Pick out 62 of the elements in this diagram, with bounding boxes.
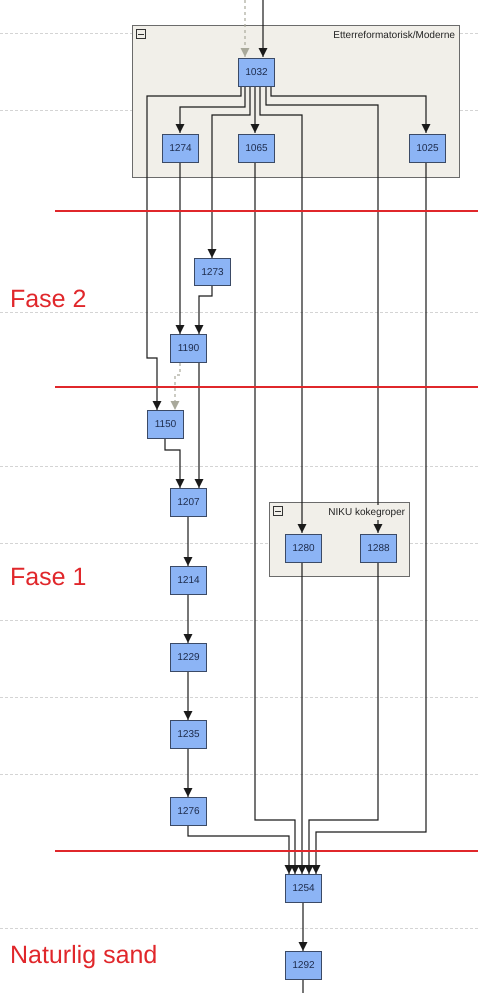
connector-arrow: [258, 0, 268, 57]
connector-arrow: [194, 363, 204, 488]
connector-arrow: [265, 86, 382, 533]
unit-number: 1190: [178, 342, 200, 356]
unit-number: 1274: [169, 142, 192, 156]
connector-arrow: [146, 86, 242, 410]
unit-box: [170, 797, 207, 826]
unit-box: [170, 488, 207, 517]
unit-box: [238, 58, 275, 87]
unit-number: 1229: [177, 651, 200, 665]
unit-box: [170, 566, 207, 595]
connector-arrow: [184, 595, 192, 643]
unit-number: 1025: [416, 142, 439, 156]
unit-box: [409, 134, 446, 163]
unit-number: 1292: [292, 959, 315, 973]
connector-arrow: [184, 672, 192, 720]
connector-arrow: [176, 86, 246, 133]
unit-box: [285, 951, 322, 980]
connector-arrow: [164, 439, 184, 488]
unit-box: [162, 134, 199, 163]
connector-arrow: [304, 562, 379, 874]
connector-arrow: [208, 86, 251, 258]
unit-number: 1150: [154, 418, 176, 432]
unit-box: [285, 534, 322, 563]
unit-number: 1254: [292, 882, 315, 896]
group-panel: [269, 502, 410, 577]
group-panel: [132, 25, 460, 178]
connector-arrow: [298, 903, 308, 951]
unit-number: 1214: [177, 574, 200, 588]
connector-arrow: [259, 86, 306, 533]
phase-label: Naturlig sand: [10, 940, 158, 970]
unit-box: [194, 258, 231, 286]
connector-arrow: [298, 562, 306, 874]
connector-arrow: [194, 286, 213, 334]
unit-number: 1280: [292, 542, 315, 556]
unit-box: [360, 534, 397, 563]
unit-box: [170, 334, 207, 363]
unit-number: 1288: [367, 542, 390, 556]
unit-box: [170, 720, 207, 749]
unit-box: [285, 874, 322, 903]
group-title: NIKU kokegroper: [328, 505, 405, 520]
unit-number: 1065: [245, 142, 268, 156]
connector-arrow: [184, 749, 192, 797]
unit-number: 1207: [177, 496, 200, 510]
unit-box: [238, 134, 275, 163]
connector-arrow: [270, 86, 430, 133]
phase-label: Fase 2: [10, 284, 86, 314]
unit-number: 1235: [177, 728, 200, 742]
connector-arrow: [240, 0, 250, 57]
unit-box: [147, 410, 184, 439]
connector-arrow: [184, 517, 192, 566]
phase-label: Fase 1: [10, 562, 86, 592]
connector-arrow: [176, 162, 184, 334]
connector-arrow: [312, 162, 427, 874]
unit-box: [170, 643, 207, 672]
unit-number: 1276: [177, 805, 200, 819]
unit-number: 1273: [201, 266, 224, 280]
connector-arrow: [250, 86, 260, 133]
connector-arrow: [254, 162, 300, 874]
connector-arrow: [170, 363, 181, 410]
unit-number: 1032: [245, 66, 268, 80]
connector-arrow: [187, 826, 294, 874]
